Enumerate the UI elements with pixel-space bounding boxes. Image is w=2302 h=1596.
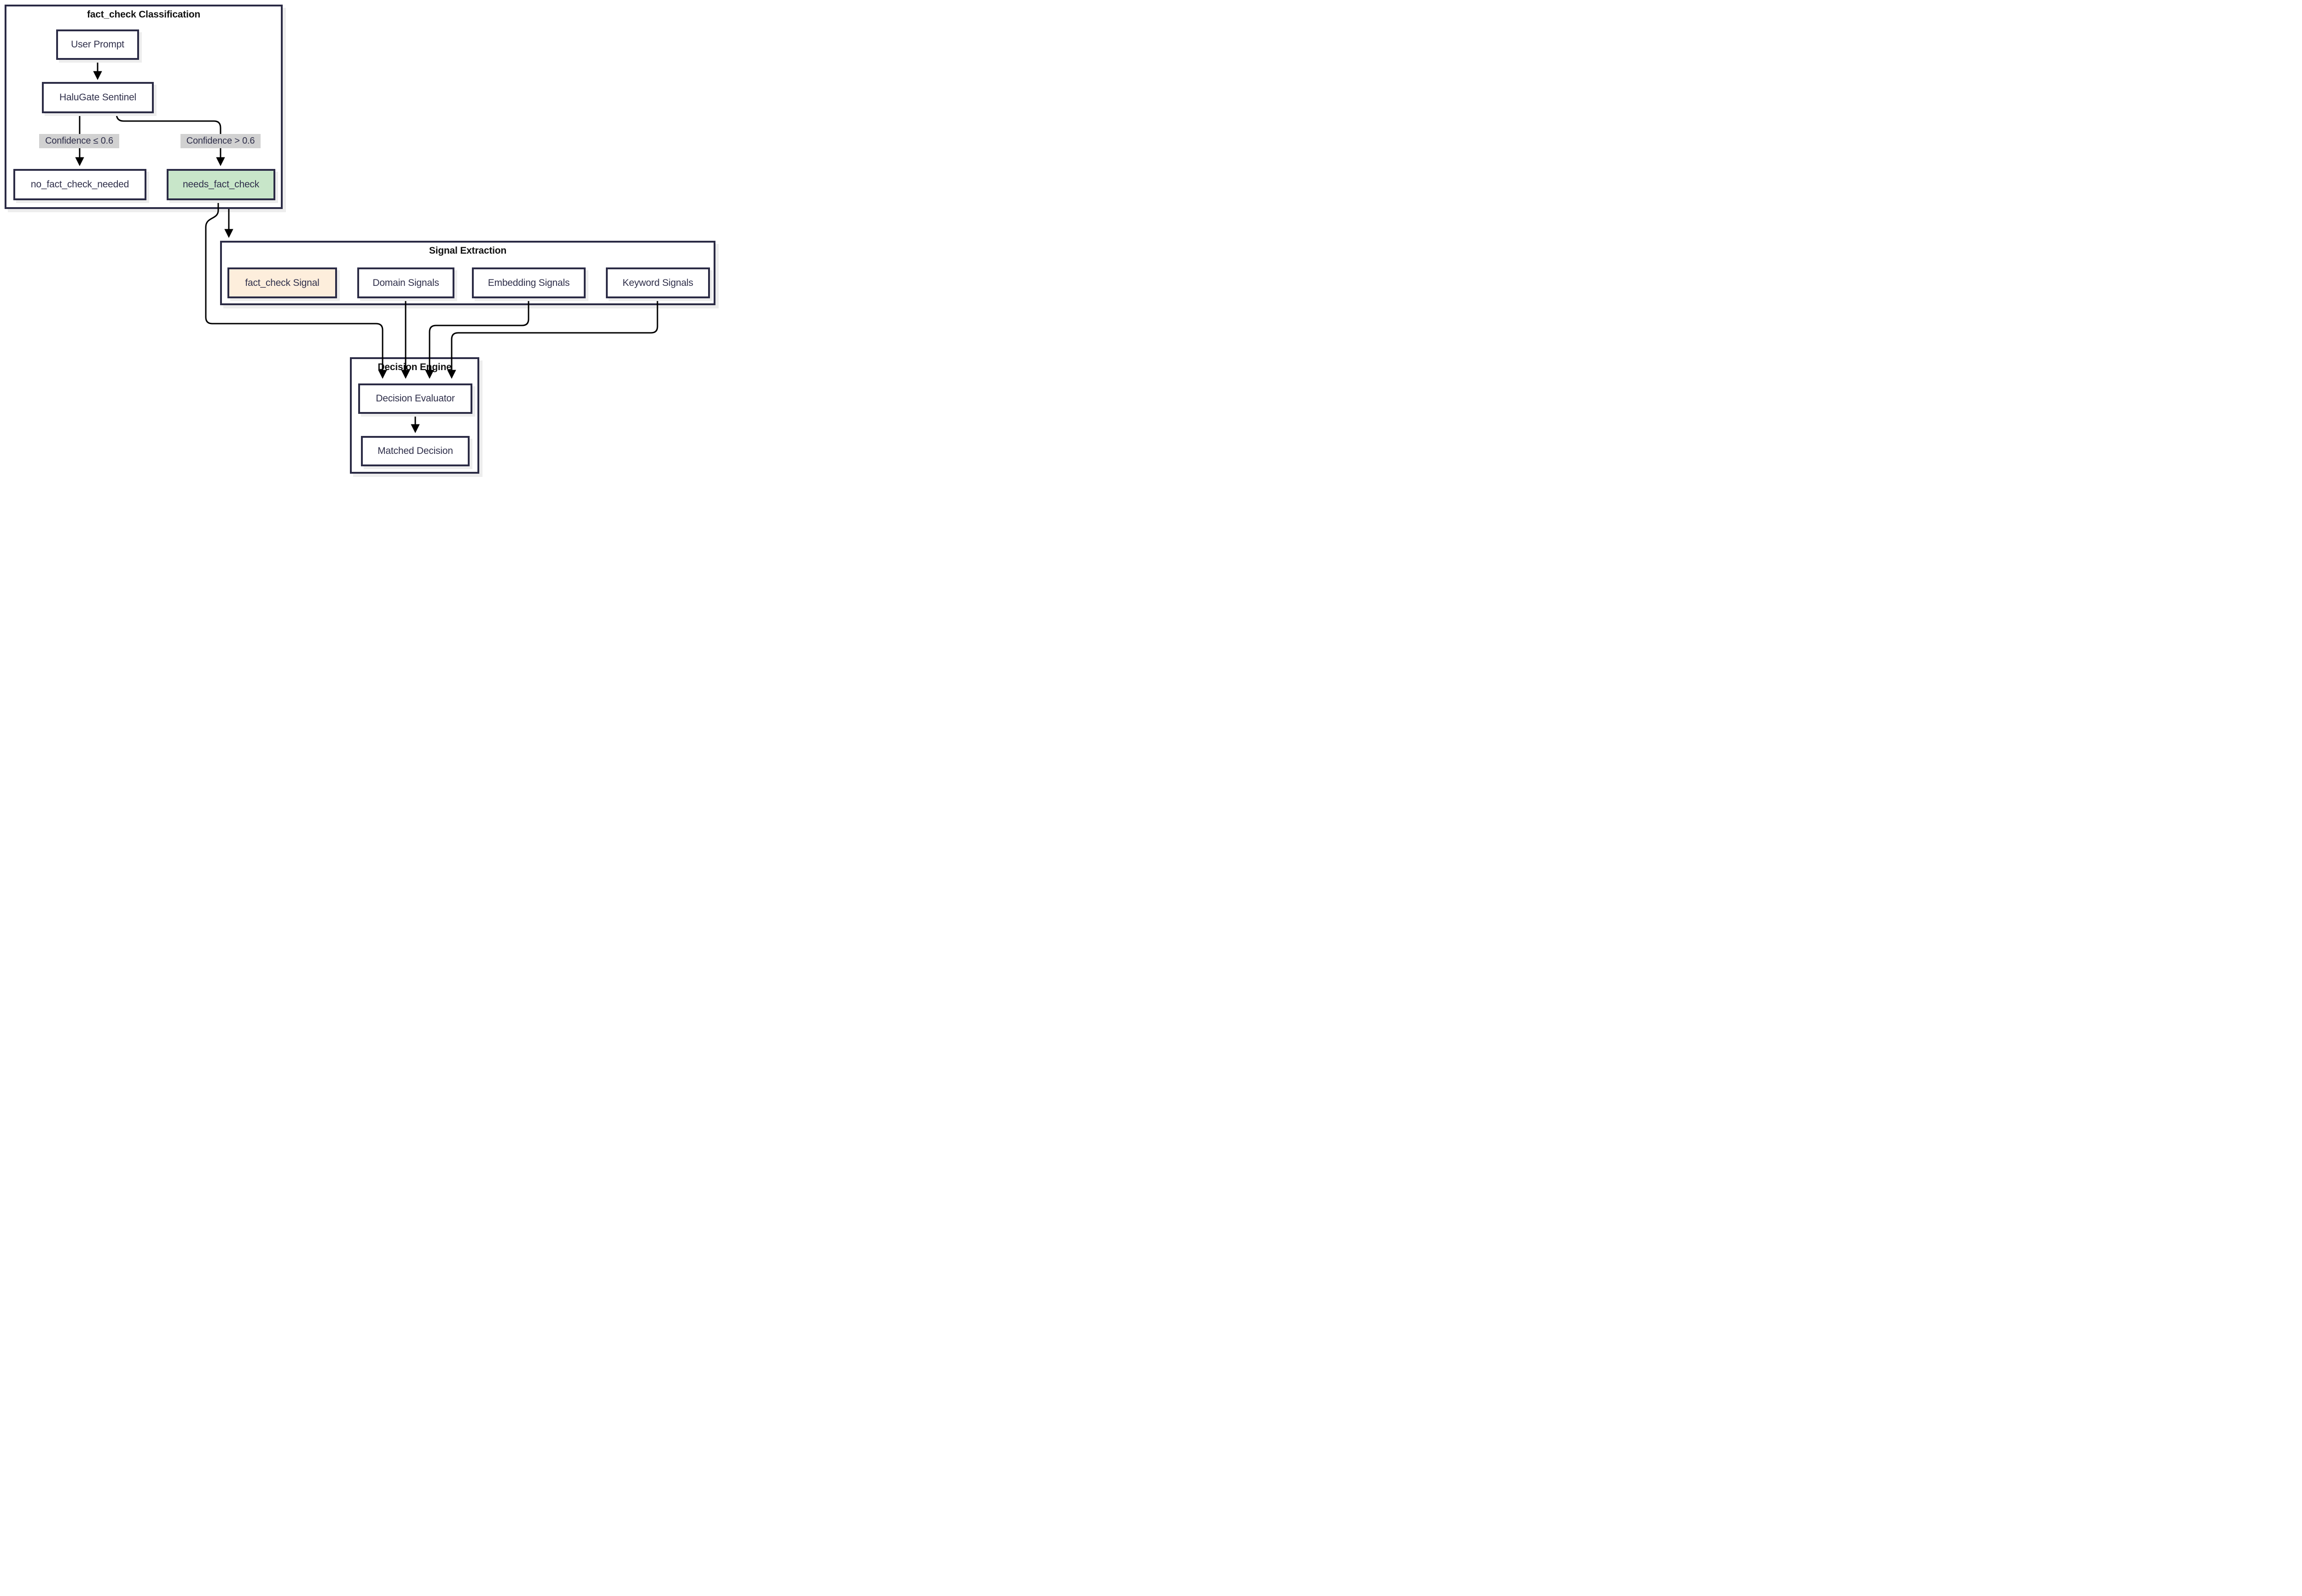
node-keyword-signals-label: Keyword Signals (622, 277, 693, 288)
node-user-prompt-label: User Prompt (71, 39, 124, 50)
node-needs-fact-check: needs_fact_check (167, 169, 275, 200)
node-halugate-sentinel: HaluGate Sentinel (42, 82, 154, 113)
node-keyword-signals: Keyword Signals (606, 267, 710, 298)
node-domain-signals: Domain Signals (357, 267, 454, 298)
edge-label-confidence-low-text: Confidence ≤ 0.6 (45, 136, 113, 146)
subgraph-title-fact-check-classification: fact_check Classification (87, 9, 200, 20)
node-matched-decision-label: Matched Decision (378, 446, 453, 456)
edge-label-confidence-low: Confidence ≤ 0.6 (39, 134, 119, 148)
node-user-prompt: User Prompt (56, 29, 139, 60)
node-decision-evaluator: Decision Evaluator (358, 383, 472, 414)
node-no-fact-check-needed: no_fact_check_needed (13, 169, 146, 200)
node-matched-decision: Matched Decision (361, 436, 470, 466)
edge-label-confidence-high: Confidence > 0.6 (180, 134, 261, 148)
edge-keyword-signals-to-decision-evaluator (447, 298, 658, 379)
node-fact-check-signal: fact_check Signal (227, 267, 337, 298)
node-embedding-signals: Embedding Signals (472, 267, 586, 298)
subgraph-title-signal-extraction: Signal Extraction (429, 245, 507, 256)
node-needs-fact-check-label: needs_fact_check (182, 179, 260, 190)
node-halugate-sentinel-label: HaluGate Sentinel (59, 92, 137, 103)
flowchart-canvas: fact_check Classification Signal Extract… (0, 0, 719, 479)
subgraph-title-decision-engine: Decision Engine (378, 362, 452, 372)
node-no-fact-check-needed-label: no_fact_check_needed (30, 179, 129, 190)
node-decision-evaluator-label: Decision Evaluator (376, 393, 455, 404)
edge-label-confidence-high-text: Confidence > 0.6 (186, 136, 255, 146)
node-domain-signals-label: Domain Signals (372, 277, 439, 288)
node-fact-check-signal-label: fact_check Signal (245, 277, 320, 288)
node-embedding-signals-label: Embedding Signals (488, 277, 570, 288)
